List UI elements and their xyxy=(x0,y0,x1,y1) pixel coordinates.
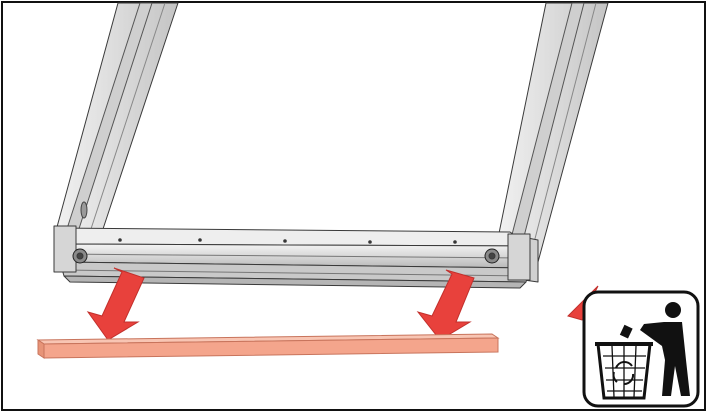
transport-batten xyxy=(36,333,500,359)
recycle-bin-icon xyxy=(582,290,700,408)
corner-bracket-right xyxy=(484,233,531,281)
window-frame xyxy=(53,2,609,289)
arrow-down-icon xyxy=(86,267,475,341)
frame-bottom-rail xyxy=(53,227,531,289)
corner-bracket-left xyxy=(53,225,88,273)
